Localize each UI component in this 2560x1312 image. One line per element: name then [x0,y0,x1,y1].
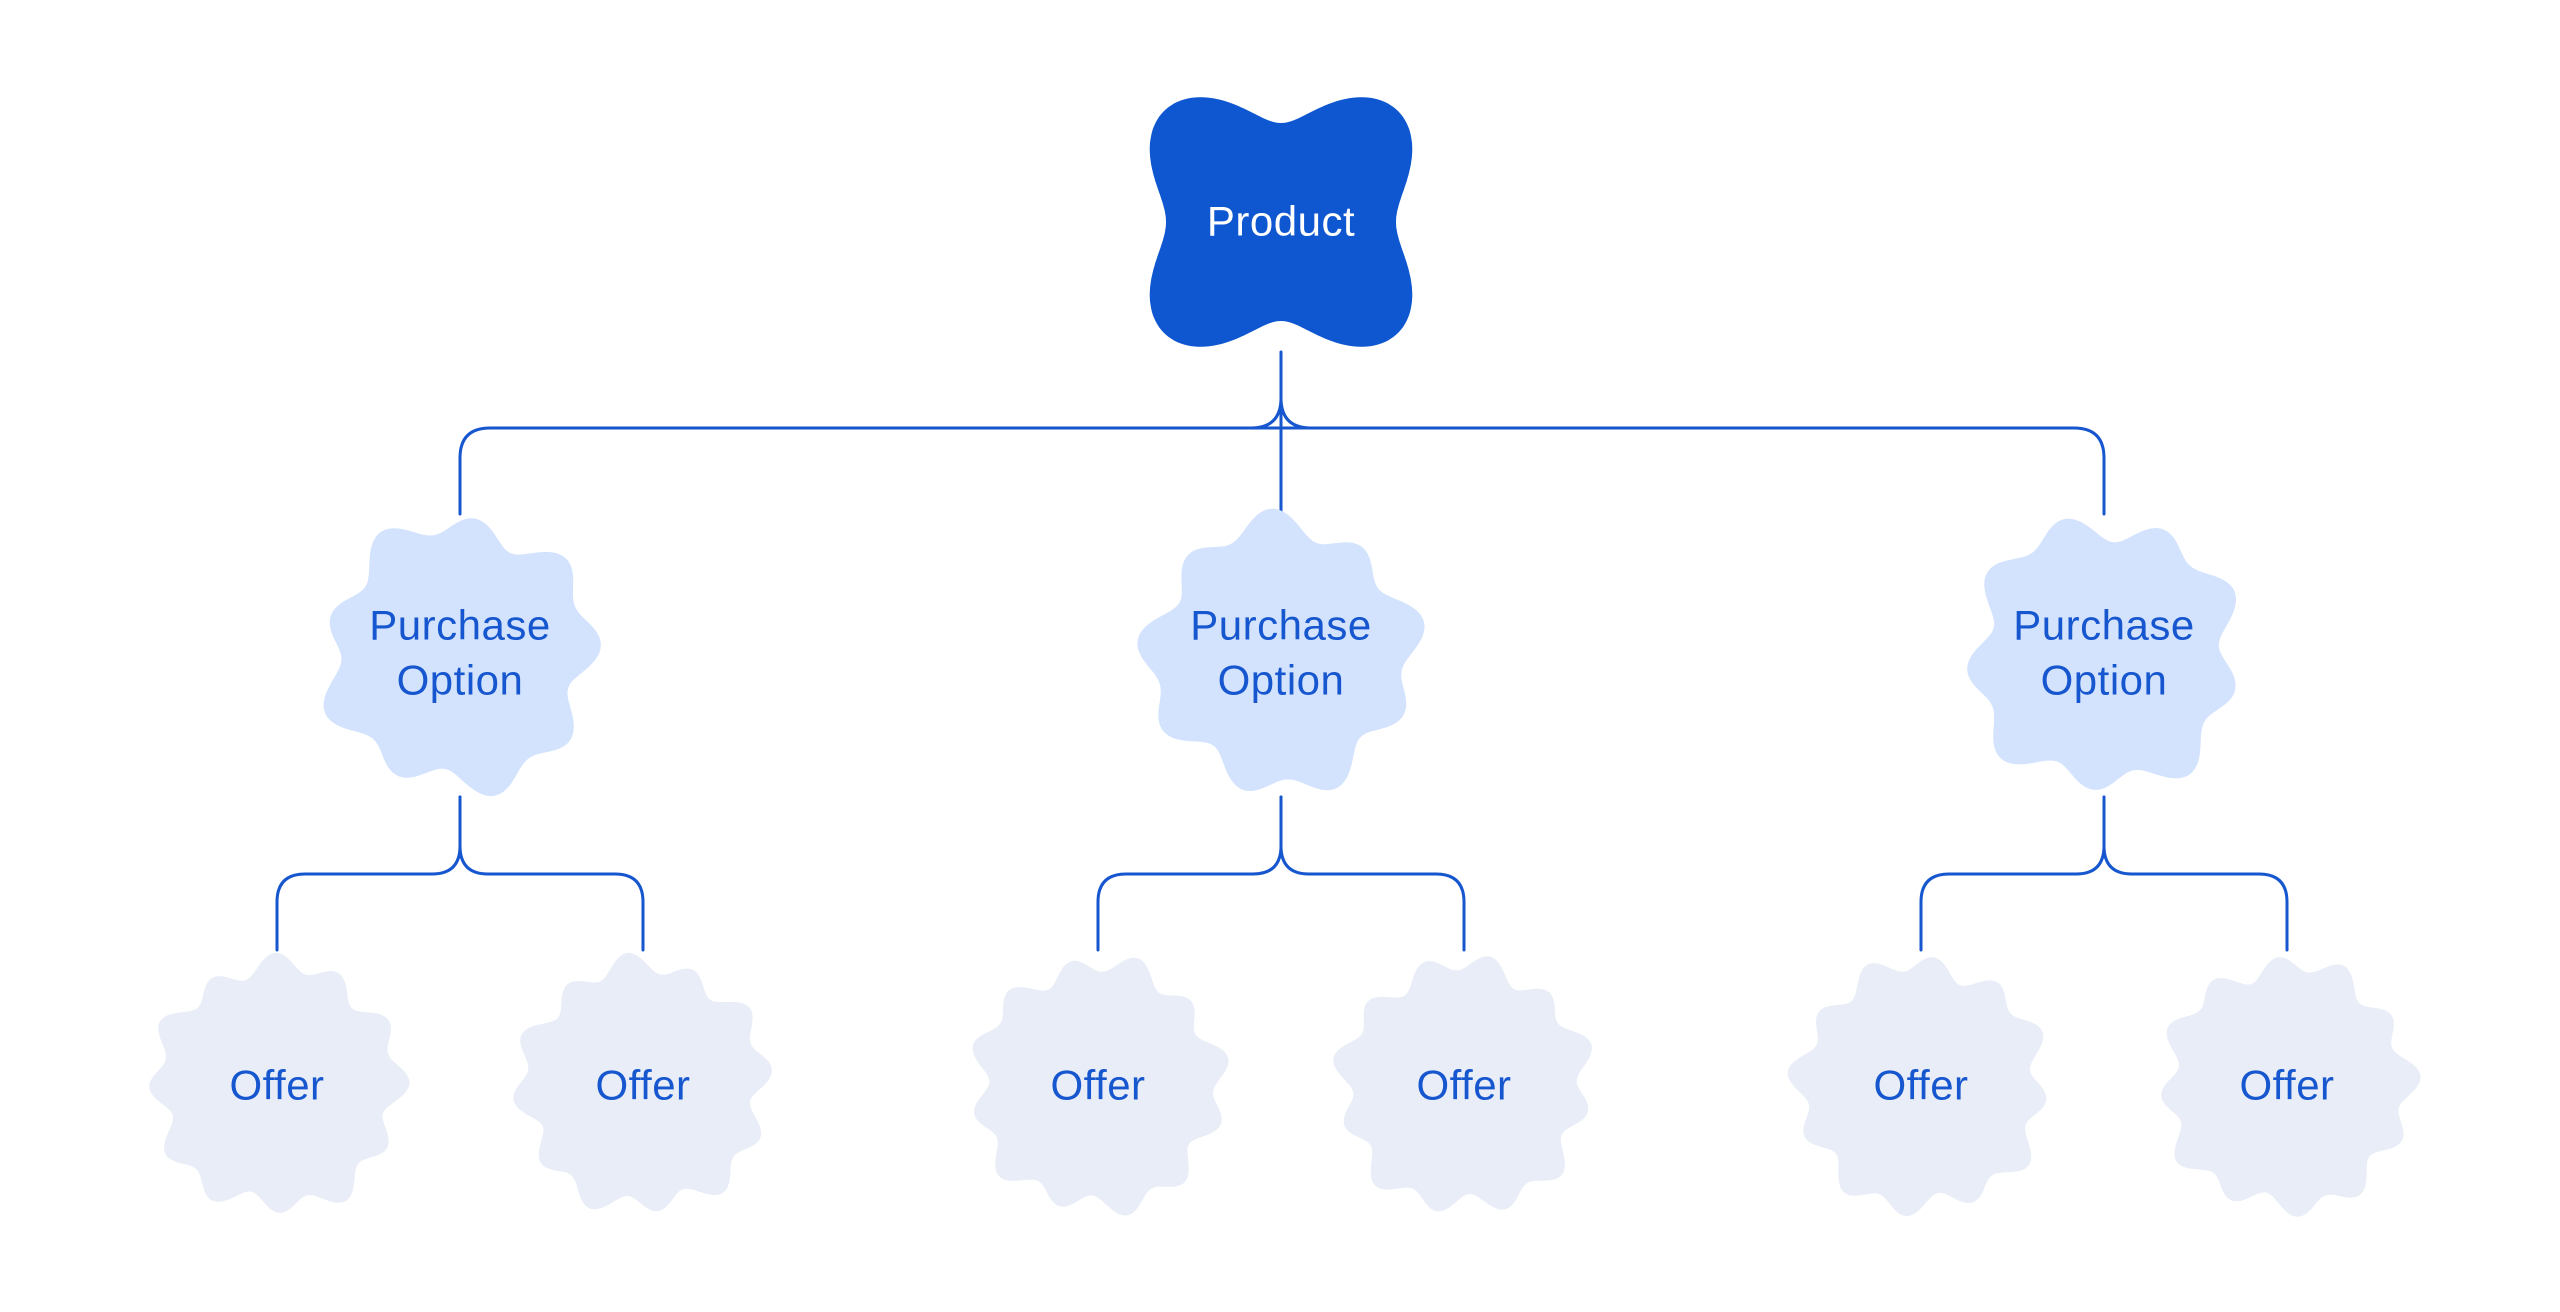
connector-group-option-2 [1096,795,1466,952]
connector-junction-fillet-left [1249,396,1283,430]
offer-node-blob-5 [1787,957,2047,1216]
connector-option1-to-offer1 [275,795,462,952]
purchase-option-node-blob-1 [323,518,601,797]
connector-option3-to-offer6 [2102,795,2289,952]
connector-option2-to-offer3 [1096,795,1283,952]
offer-node-blob-4 [1333,956,1592,1212]
offer-node-blob-3 [972,957,1229,1216]
connector-group-option-3 [1919,795,2289,952]
product-node-blob [1149,97,1413,347]
connector-option2-to-offer4 [1279,795,1466,952]
connector-junction-fillet-right [1279,396,1313,430]
connector-option3-to-offer5 [1919,795,2106,952]
purchase-option-node-blob-2 [1137,508,1425,791]
offer-node-blob-2 [513,952,772,1212]
connector-group-option-1 [275,795,645,952]
connector-group-level-1 [458,350,2106,516]
offer-node-blob-6 [2161,957,2421,1217]
offer-node-blob-1 [149,952,410,1213]
purchase-option-node-blob-3 [1967,518,2237,790]
connector-option1-to-offer2 [458,795,645,952]
